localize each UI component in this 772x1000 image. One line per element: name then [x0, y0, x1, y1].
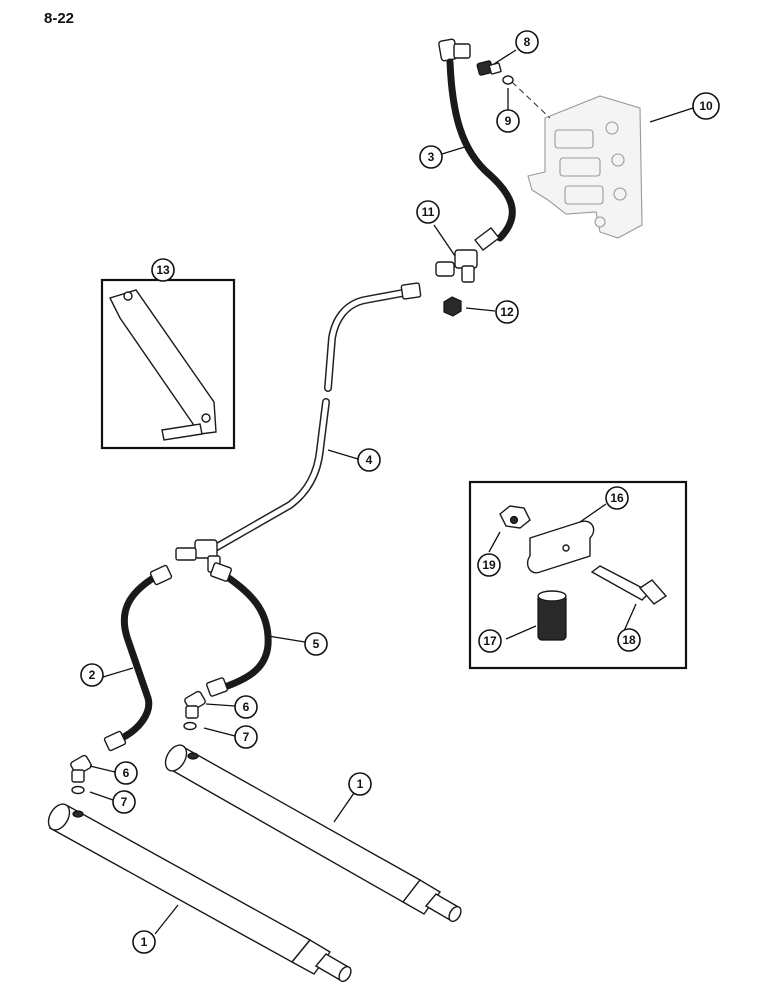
callout-18: 18	[617, 628, 641, 652]
callouts: 1 1 2 3 4 5 6	[80, 30, 720, 954]
svg-text:1: 1	[141, 935, 148, 949]
callout-12: 12	[495, 300, 519, 324]
svg-text:17: 17	[483, 634, 497, 648]
o-ring-left	[71, 785, 85, 795]
callout-3: 3	[419, 145, 443, 169]
svg-text:12: 12	[500, 305, 514, 319]
svg-text:19: 19	[482, 558, 496, 572]
hose-3	[446, 58, 516, 242]
svg-text:5: 5	[313, 637, 320, 651]
callout-13: 13	[151, 258, 175, 282]
svg-text:10: 10	[699, 99, 713, 113]
svg-text:18: 18	[622, 633, 636, 647]
hydraulic-cylinder-left	[47, 803, 352, 983]
bracket-inset-box	[100, 278, 236, 450]
callout-2: 2	[80, 663, 104, 687]
callout-7-right: 7	[234, 725, 258, 749]
svg-text:1: 1	[357, 777, 364, 791]
callout-9: 9	[496, 109, 520, 133]
svg-text:4: 4	[366, 453, 373, 467]
page-number: 8-22	[44, 10, 75, 27]
hose-2-end-top	[149, 564, 173, 586]
svg-text:2: 2	[89, 668, 96, 682]
hose-5	[216, 568, 272, 692]
callout-11: 11	[416, 200, 440, 224]
clamp-kit-inset-box	[468, 480, 688, 670]
hose-5-end-top	[210, 562, 232, 582]
o-ring-right	[183, 721, 197, 731]
callout-17: 17	[478, 629, 502, 653]
svg-text:6: 6	[123, 766, 130, 780]
o-ring	[502, 75, 514, 85]
svg-text:13: 13	[156, 263, 170, 277]
svg-text:11: 11	[422, 205, 435, 219]
callout-7-left: 7	[112, 790, 136, 814]
svg-text:16: 16	[610, 491, 624, 505]
cap-nut	[443, 296, 462, 317]
hose-2-end-bottom	[103, 730, 127, 752]
callout-6-right: 6	[234, 695, 258, 719]
hose-2	[114, 570, 164, 744]
callout-19: 19	[477, 553, 501, 577]
hydraulic-cylinder-right	[164, 744, 462, 923]
steel-tube-4	[211, 398, 330, 552]
callout-8: 8	[515, 30, 539, 54]
control-valve	[527, 95, 643, 239]
callout-5: 5	[304, 632, 328, 656]
hose-5-end-bottom	[206, 677, 228, 697]
callout-6-left: 6	[114, 761, 138, 785]
steel-tube-upper	[324, 282, 422, 392]
hose-end-fitting	[474, 227, 500, 251]
tee-fitting	[435, 249, 478, 283]
svg-text:7: 7	[243, 730, 250, 744]
svg-text:6: 6	[243, 700, 250, 714]
callout-1-right: 1	[348, 772, 372, 796]
adapter-fitting	[476, 60, 502, 76]
assembly-line	[511, 81, 551, 119]
elbow-fitting-right	[184, 690, 206, 719]
elbow-fitting-left	[70, 754, 92, 783]
callout-10: 10	[692, 92, 720, 120]
svg-text:3: 3	[428, 150, 435, 164]
svg-text:9: 9	[505, 114, 512, 128]
leader-lines	[89, 49, 694, 935]
elbow-fitting-top	[438, 38, 471, 62]
callout-4: 4	[357, 448, 381, 472]
callout-16: 16	[605, 486, 629, 510]
callout-1-left: 1	[132, 930, 156, 954]
svg-text:7: 7	[121, 795, 128, 809]
svg-text:8: 8	[524, 35, 531, 49]
